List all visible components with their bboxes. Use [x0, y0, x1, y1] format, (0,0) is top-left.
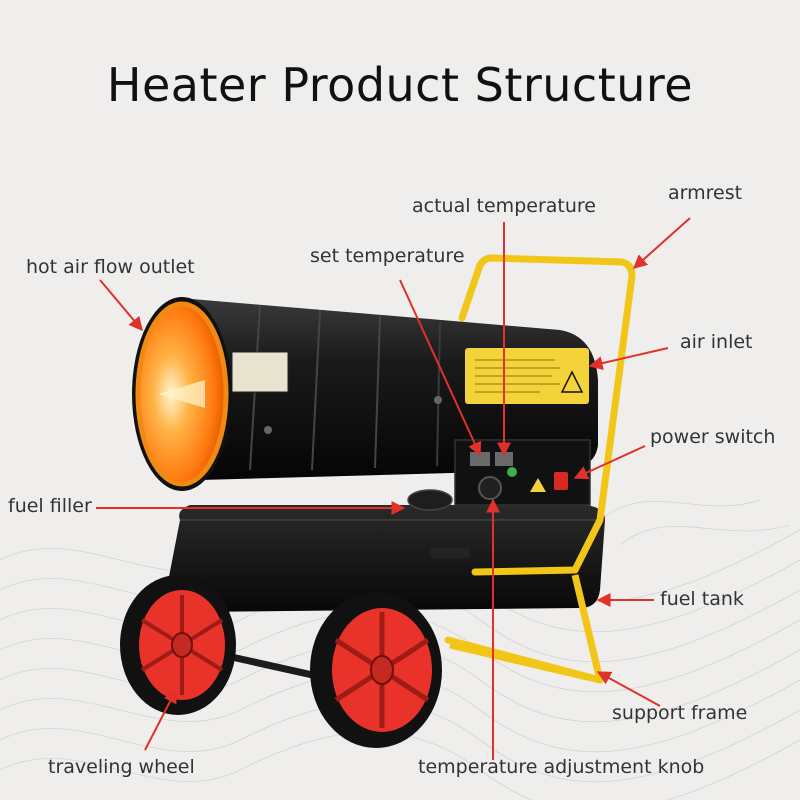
- label-set-temperature: set temperature: [310, 245, 465, 267]
- power-warning-triangle: [530, 478, 546, 492]
- temperature-adjustment-knob: [478, 476, 502, 500]
- page-title: Heater Product Structure: [106, 58, 694, 112]
- leader-armrest: [632, 217, 691, 269]
- power-switch: [554, 472, 568, 490]
- leader-support-frame: [596, 671, 661, 707]
- leader-set-temperature: [399, 279, 482, 457]
- label-hot-air-flow-outlet: hot air flow outlet: [26, 256, 195, 278]
- traveling-wheel-front: [310, 592, 442, 748]
- label-fuel-filler: fuel filler: [8, 495, 92, 517]
- leader-hot-air-outlet: [99, 279, 143, 332]
- label-power-switch: power switch: [650, 426, 776, 448]
- fuel-tank: [166, 505, 605, 612]
- leader-air-inlet: [588, 347, 669, 370]
- heater-barrel: [180, 298, 598, 480]
- label-support-frame: support frame: [612, 702, 748, 724]
- indicator-light: [507, 467, 517, 477]
- label-actual-temperature: actual temperature: [412, 195, 596, 217]
- label-temperature-adjustment-knob: temperature adjustment knob: [418, 756, 705, 778]
- label-armrest: armrest: [668, 182, 743, 204]
- control-panel: [454, 439, 591, 506]
- label-air-inlet: air inlet: [680, 331, 753, 353]
- annotation-leaders: [96, 217, 691, 760]
- barrel-sticker: [231, 351, 289, 393]
- warning-decal: [465, 348, 589, 404]
- fuel-filler-cap: [407, 489, 453, 511]
- label-traveling-wheel: traveling wheel: [48, 756, 195, 778]
- traveling-wheel-back: [120, 575, 236, 715]
- armrest-handle: [458, 254, 636, 576]
- leader-power-switch: [573, 445, 646, 480]
- hot-air-outlet: [132, 297, 232, 491]
- label-fuel-tank: fuel tank: [660, 588, 744, 610]
- leader-traveling-wheel: [144, 688, 177, 751]
